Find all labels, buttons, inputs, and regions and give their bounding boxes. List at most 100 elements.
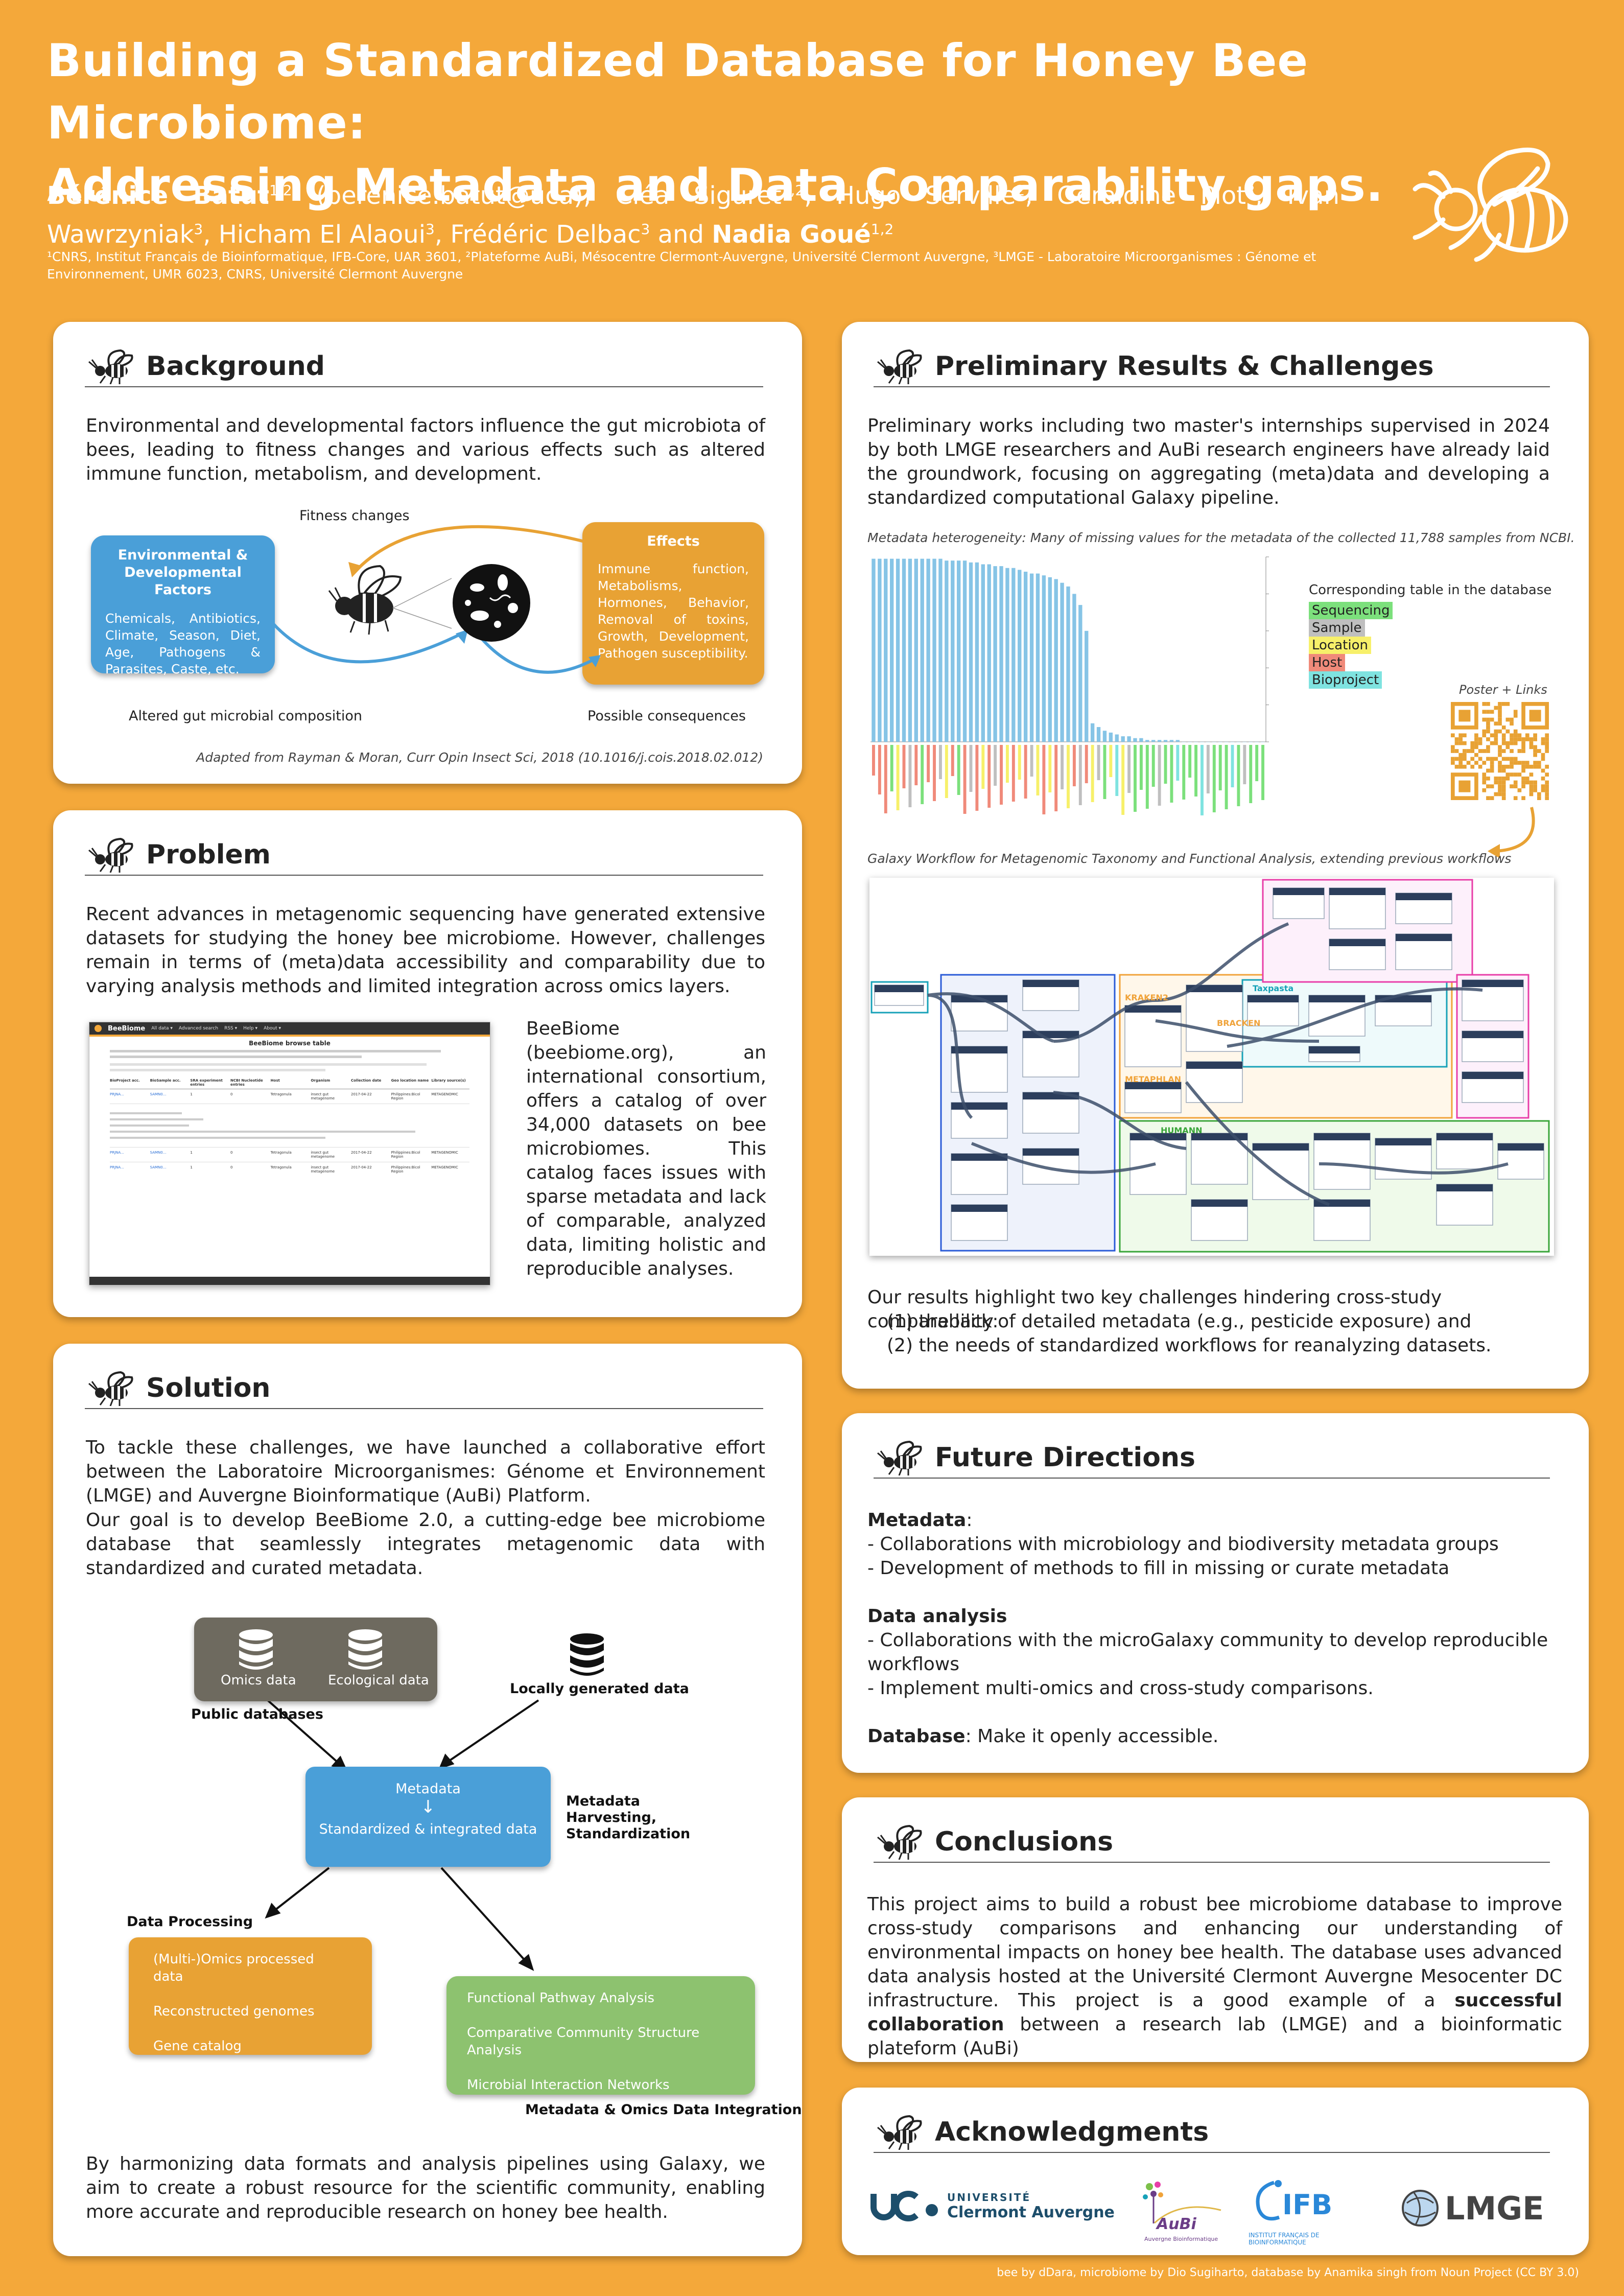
aubi-sub: Auvergne Bioinformatique	[1144, 2236, 1218, 2242]
qr-module	[1498, 745, 1502, 749]
chart-bar-label	[938, 745, 942, 779]
workflow-node-header	[1396, 934, 1452, 941]
chart-bar	[1023, 571, 1028, 742]
chart-bar	[1048, 577, 1052, 742]
qr-module	[1451, 757, 1455, 761]
chart-bar	[1096, 727, 1101, 742]
qr-module	[1454, 757, 1459, 761]
cell: Tetragonula	[270, 1092, 292, 1096]
chart-bar-label	[1127, 745, 1131, 793]
workflow-node-header	[1462, 1072, 1523, 1079]
qr-module	[1513, 729, 1518, 734]
workflow-node-header	[1125, 1005, 1181, 1013]
chart-bar	[987, 564, 991, 742]
author-list: Bérénice Batut1,2 (berenice.batut@uca), …	[47, 181, 1340, 249]
qr-module	[1498, 753, 1502, 757]
qr-module	[1490, 733, 1494, 738]
standardized-label: Standardized & integrated data	[319, 1821, 537, 1837]
qr-module	[1474, 761, 1478, 765]
curved-arrow-icon	[1488, 807, 1535, 858]
qr-module	[1490, 710, 1494, 714]
qr-module	[1545, 733, 1549, 738]
chart-bar	[1035, 573, 1040, 742]
author: Hugo Serville	[836, 181, 1016, 210]
workflow-node-header	[1375, 1138, 1431, 1145]
qr-module	[1498, 788, 1502, 792]
qr-module	[1541, 741, 1545, 745]
problem-heading: Problem	[146, 839, 271, 870]
chart-bar	[1121, 736, 1125, 742]
qr-module	[1513, 741, 1518, 745]
cell: 1	[190, 1165, 193, 1169]
cell: insect gut metagenome	[311, 1165, 335, 1174]
workflow-node-header	[1437, 1133, 1493, 1140]
cell: METAGENOMIC	[431, 1151, 458, 1155]
author-email: (berenice.batut@uca),	[292, 181, 616, 210]
qr-module	[1482, 772, 1487, 777]
future-body: Metadata: - Collaborations with microbio…	[867, 1508, 1562, 1748]
conclusions-text-2: between a research lab (LMGE) and a bioi…	[867, 2014, 1562, 2059]
chart-bar-label	[1151, 745, 1155, 787]
qr-module	[1541, 737, 1545, 741]
qr-module	[1482, 729, 1487, 734]
effects-box: Effects Immune function, Metabolisms, Ho…	[582, 522, 764, 685]
chart-bar	[1018, 570, 1022, 742]
omics-label: Omics data	[221, 1673, 296, 1688]
chart-bar-label	[1182, 745, 1186, 800]
qr-module	[1486, 796, 1490, 800]
qr-module	[1533, 780, 1537, 785]
workflow-node-header	[1253, 1143, 1309, 1151]
chart-bar-label	[1218, 745, 1222, 790]
qr-module	[1490, 717, 1494, 722]
integ-item: Comparative Community Structure Analysis	[467, 2025, 700, 2058]
qr-module	[1521, 796, 1525, 800]
qr-module	[1545, 737, 1549, 741]
qr-module	[1501, 784, 1506, 788]
qr-module	[1513, 710, 1518, 714]
qr-module	[1463, 753, 1467, 757]
chart-bar	[1078, 605, 1082, 742]
qr-module	[1498, 721, 1502, 726]
bee-icon	[877, 1440, 922, 1475]
future-analysis-label: Data analysis	[867, 1606, 1007, 1627]
qr-module	[1470, 741, 1475, 745]
chart-bar	[1102, 731, 1107, 742]
chart-bar-label	[963, 745, 967, 814]
chart-bar	[1060, 582, 1064, 742]
chart-bar-label	[1011, 745, 1015, 802]
qr-module	[1482, 761, 1487, 765]
chart-bar-label	[1194, 745, 1198, 796]
qr-module	[1513, 780, 1518, 785]
qr-module	[1498, 717, 1502, 722]
chart-bar	[1127, 736, 1131, 742]
integ-item: Microbial Interaction Networks	[467, 2077, 670, 2093]
qr-module	[1486, 768, 1490, 773]
qr-module	[1498, 792, 1502, 796]
qr-module	[1529, 772, 1534, 777]
chart-bar	[1133, 738, 1137, 742]
qr-module	[1545, 745, 1549, 749]
public-db-label: Public databases	[191, 1706, 323, 1722]
qr-module	[1474, 737, 1478, 741]
qr-module	[1478, 741, 1482, 745]
qr-module	[1541, 776, 1545, 781]
qr-code-icon[interactable]	[1451, 702, 1549, 800]
ifb-swirl-icon	[1256, 2180, 1282, 2221]
qr-module	[1533, 753, 1537, 757]
chart-bar-label	[1000, 745, 1003, 805]
workflow-node-header	[1125, 1082, 1181, 1089]
qr-finder	[1529, 710, 1541, 722]
workflow-node-header	[951, 1046, 1007, 1053]
qr-module	[1474, 745, 1478, 749]
future-item: - Implement multi-omics and cross-study …	[867, 1678, 1374, 1699]
qr-module	[1541, 788, 1545, 792]
author-affil: 1,2	[269, 182, 292, 199]
qr-module	[1545, 792, 1549, 796]
chart-bar	[951, 560, 955, 742]
qr-module	[1501, 757, 1506, 761]
chart-bar	[1072, 594, 1076, 742]
qr-module	[1498, 729, 1502, 734]
cell: insect gut metagenome	[311, 1151, 335, 1159]
qr-module	[1451, 749, 1455, 753]
